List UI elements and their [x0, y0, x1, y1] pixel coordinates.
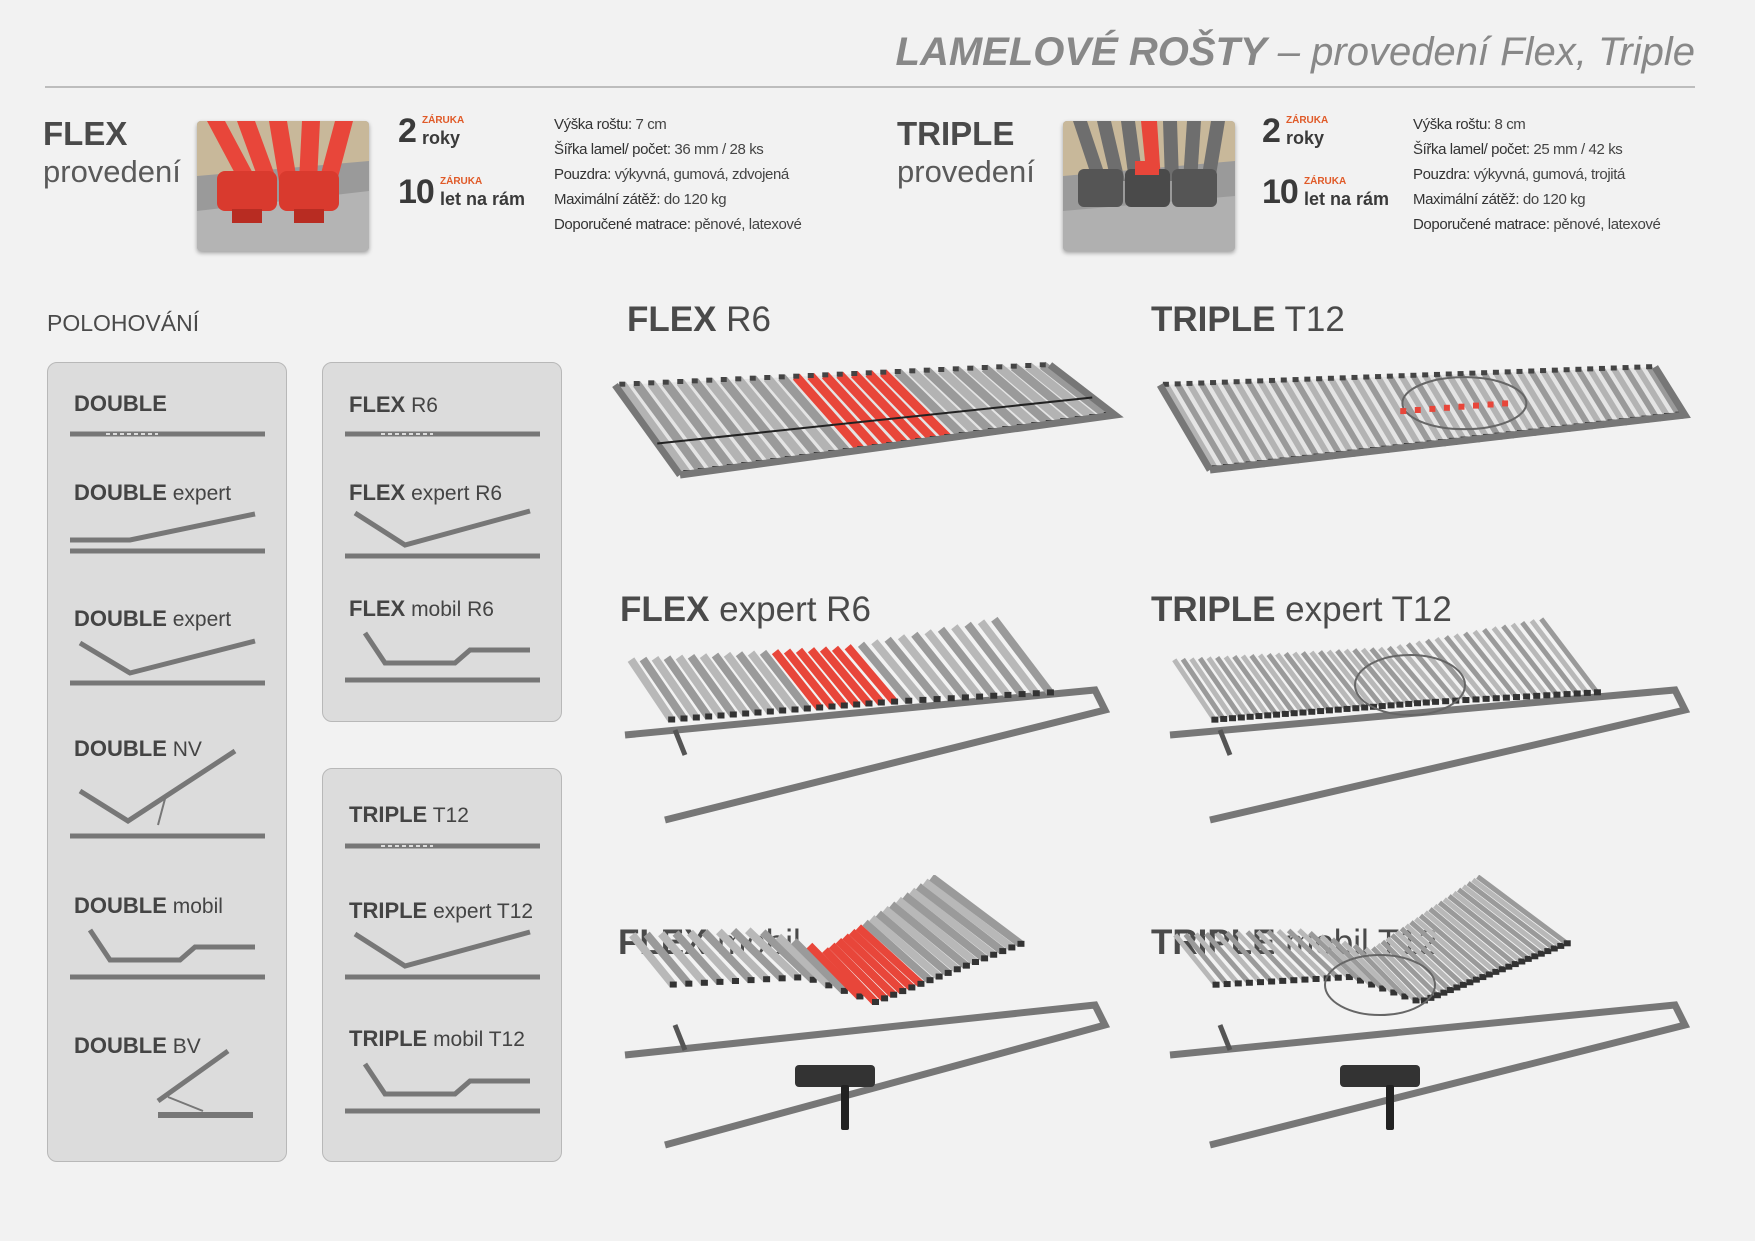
spec-row: Maximální zátěž: do 120 kg — [554, 191, 727, 208]
triple-panel: TRIPLE T12 TRIPLE expert T12 TRIPLE mobi… — [322, 768, 562, 1162]
spec-row: Šířka lamel/ počet: 25 mm / 42 ks — [1413, 141, 1623, 158]
polohovani-heading: POLOHOVÁNÍ — [47, 310, 200, 336]
mobil-position-icon — [345, 1062, 540, 1114]
warranty-tag: ZÁRUKA — [422, 115, 465, 126]
warranty-unit: roky — [1286, 128, 1325, 148]
page-title-rest: – provedení Flex, Triple — [1266, 30, 1695, 74]
flex-expert-slatted-base — [624, 616, 1111, 824]
triple-warranty-10: 10 ZÁRUKA let na rám — [1262, 173, 1402, 217]
warranty-tag: ZÁRUKA — [1286, 115, 1329, 126]
position-label: FLEX R6 — [349, 392, 438, 417]
page-title: LAMELOVÉ ROŠTY – provedení Flex, Triple — [896, 30, 1695, 75]
spec-row: Výška roštu: 7 cm — [554, 116, 667, 133]
warranty-unit: roky — [422, 128, 461, 148]
flat-position-icon — [345, 843, 540, 849]
flex-mobil-slatted-base — [624, 875, 1111, 1149]
page-title-bold: LAMELOVÉ ROŠTY — [895, 30, 1267, 74]
position-label: DOUBLE expert — [74, 606, 232, 631]
title-divider — [45, 86, 1695, 88]
spec-row: Maximální zátěž: do 120 kg — [1413, 191, 1586, 208]
flex-heading: FLEX provedení — [43, 115, 181, 191]
flex-pouch-photo — [197, 121, 369, 251]
product-title-triple-t12: TRIPLE T12 — [1151, 300, 1345, 339]
head-knee-raised-icon — [345, 929, 540, 980]
head-knee-raised-icon — [345, 508, 540, 559]
warranty-number: 10 — [1262, 173, 1299, 211]
head-knee-raised-icon — [70, 638, 265, 686]
spec-row: Doporučené matrace: pěnové, latexové — [554, 216, 802, 233]
triple-warranty-2: 2 ZÁRUKA roky — [1262, 112, 1402, 156]
flex-warranty-2: 2 ZÁRUKA roky — [398, 112, 538, 156]
flex-warranty-10: 10 ZÁRUKA let na rám — [398, 173, 538, 217]
product-title-flex-r6: FLEX R6 — [627, 300, 771, 339]
position-label: DOUBLE expert — [74, 480, 232, 505]
triple-sub: provedení — [897, 154, 1035, 189]
mobil-position-icon — [345, 631, 540, 683]
triple-name: TRIPLE — [897, 115, 1015, 152]
triple-specs: Výška roštu: 8 cm Šířka lamel/ počet: 25… — [1413, 112, 1661, 237]
spec-row: Pouzdra: výkyvná, gumová, trojitá — [1413, 166, 1625, 183]
position-label: DOUBLE — [74, 391, 167, 416]
flex-r6-slatted-base — [612, 361, 1124, 479]
triple-expert-slatted-base — [1169, 617, 1691, 824]
warranty-unit: let na rám — [440, 189, 526, 209]
spec-row: Doporučené matrace: pěnové, latexové — [1413, 216, 1661, 233]
spec-row: Výška roštu: 8 cm — [1413, 116, 1526, 133]
position-label: FLEX expert R6 — [349, 480, 503, 505]
triple-heading: TRIPLE provedení — [897, 115, 1035, 191]
flex-panel: FLEX R6 FLEX expert R6 FLEX mobil R6 — [322, 362, 562, 722]
position-label: FLEX mobil R6 — [349, 596, 494, 621]
spec-row: Šířka lamel/ počet: 36 mm / 28 ks — [554, 141, 764, 158]
triple-pouch-photo — [1063, 121, 1235, 251]
head-raised-icon — [70, 511, 265, 554]
spec-row: Pouzdra: výkyvná, gumová, zdvojená — [554, 166, 789, 183]
flat-position-icon — [345, 431, 540, 437]
product-title-flex-expert: FLEX expert R6 — [620, 590, 871, 629]
position-label: TRIPLE mobil T12 — [349, 1026, 525, 1051]
triple-mobil-slatted-base — [1169, 875, 1691, 1149]
position-label: DOUBLE NV — [74, 736, 202, 761]
position-label: DOUBLE BV — [74, 1033, 201, 1058]
product-title-triple-expert: TRIPLE expert T12 — [1151, 590, 1452, 629]
double-panel: DOUBLE DOUBLE expert DOUBLE expert DOUBL… — [47, 362, 287, 1162]
warranty-number: 2 — [398, 112, 417, 150]
mobil-position-icon — [70, 928, 265, 980]
flex-specs: Výška roštu: 7 cm Šířka lamel/ počet: 36… — [554, 112, 802, 237]
nv-position-icon — [70, 748, 265, 839]
flat-position-icon — [70, 431, 265, 437]
position-label: DOUBLE mobil — [74, 893, 223, 918]
warranty-tag: ZÁRUKA — [1304, 176, 1347, 187]
warranty-unit: let na rám — [1304, 189, 1390, 209]
position-label: TRIPLE expert T12 — [349, 898, 534, 923]
triple-t12-slatted-base — [1156, 364, 1691, 474]
warranty-number: 10 — [398, 173, 435, 211]
position-label: TRIPLE T12 — [349, 802, 469, 827]
bv-position-icon — [156, 1048, 253, 1118]
warranty-tag: ZÁRUKA — [440, 176, 483, 187]
warranty-number: 2 — [1262, 112, 1281, 150]
flex-name: FLEX — [43, 115, 128, 152]
flex-sub: provedení — [43, 154, 181, 189]
